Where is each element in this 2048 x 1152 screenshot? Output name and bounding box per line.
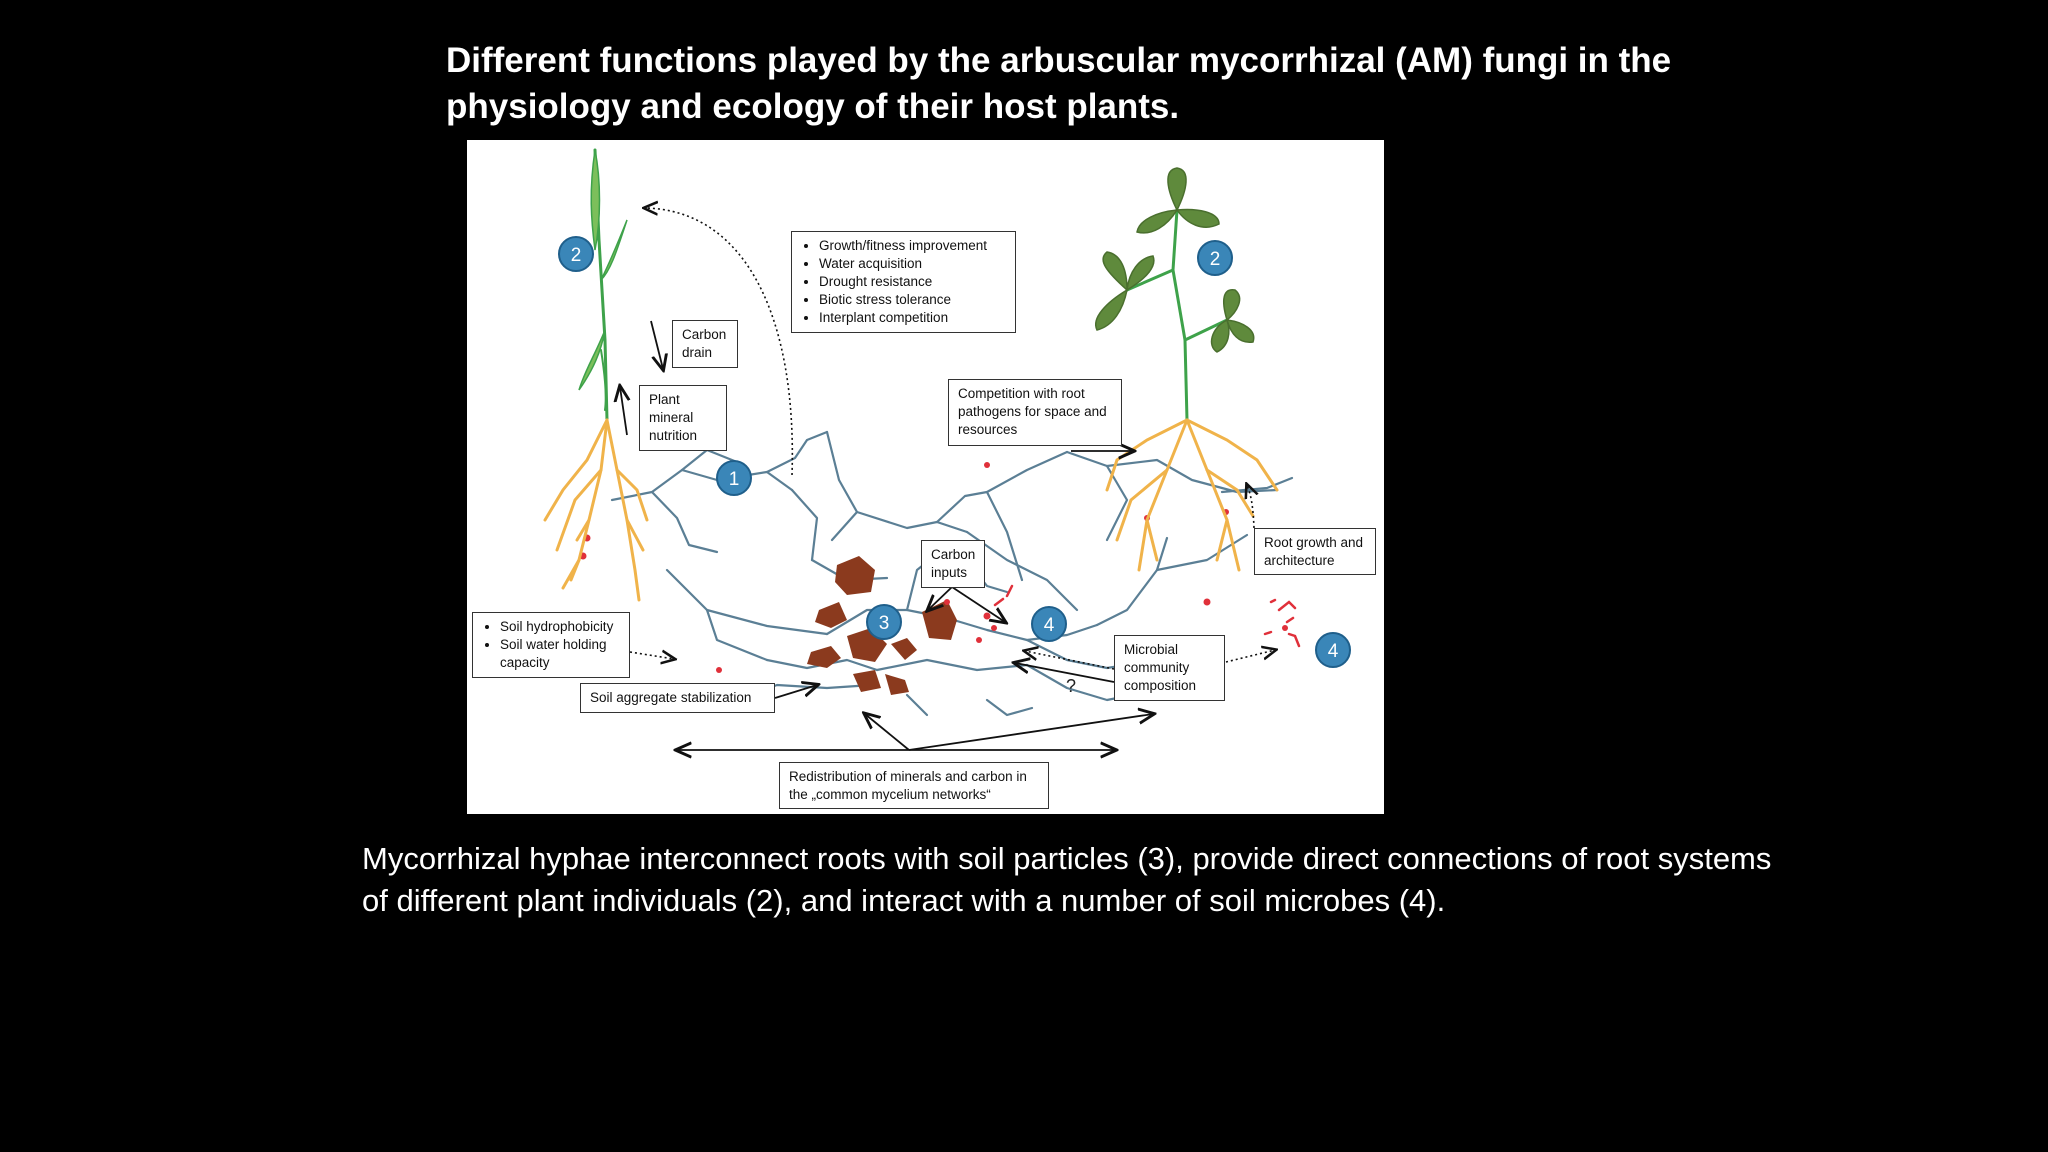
carbon-drain-label: Carbon drain [672,320,738,368]
soil-aggregate-label: Soil aggregate stabilization [580,683,775,713]
question-mark: ? [1066,676,1077,696]
caption: Mycorrhizal hyphae interconnect roots wi… [362,841,1772,918]
badge-1: 1 [716,460,752,496]
left-plant [543,148,649,602]
badge-4-center: 4 [1031,606,1067,642]
root-growth-label: Root growth and architecture [1254,528,1376,575]
badge-3: 3 [866,604,902,640]
right-plant [1095,167,1279,572]
benefits-box: Growth/fitness improvement Water acquisi… [791,231,1016,333]
mycorrhiza-diagram: Growth/fitness improvement Water acquisi… [467,140,1384,814]
competition-pathogens-label: Competition with root pathogens for spac… [948,379,1122,446]
badge-4-right: 4 [1315,632,1351,668]
carbon-inputs-label: Carbon inputs [921,540,985,588]
redistribution-label: Redistribution of minerals and carbon in… [779,762,1049,809]
badge-2-left: 2 [558,236,594,272]
badge-2-right: 2 [1197,240,1233,276]
microbial-community-label: Microbial community composition [1114,635,1225,701]
soil-properties-box: Soil hydrophobicity Soil water holding c… [472,612,630,678]
slide-title: Different functions played by the arbusc… [446,41,1672,126]
plant-mineral-nutrition-label: Plant mineral nutrition [639,385,727,451]
